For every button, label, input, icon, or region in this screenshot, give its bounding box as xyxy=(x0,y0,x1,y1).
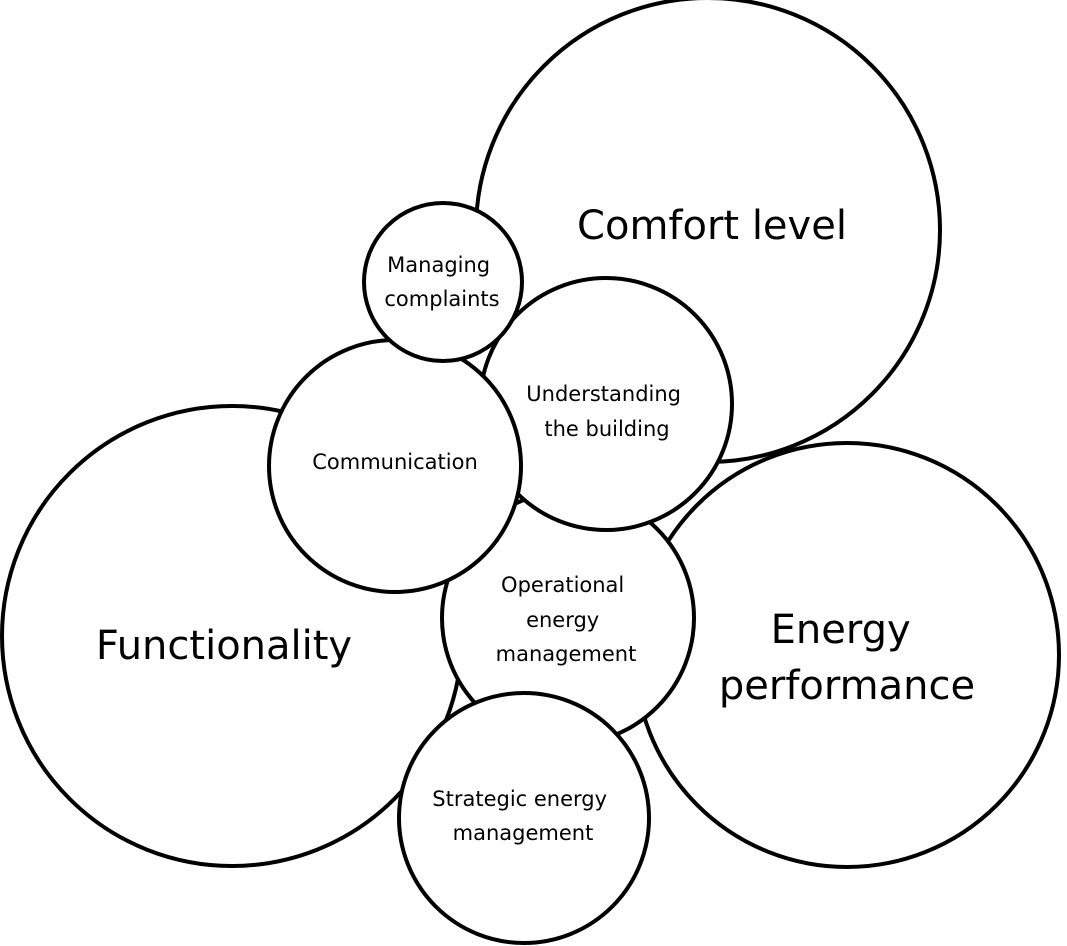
strategic-energy-management-label: Strategic energy management xyxy=(432,787,613,845)
comfort-level-label: Comfort level xyxy=(577,203,847,249)
comfort-level-line-1: Comfort level xyxy=(577,203,847,249)
understanding-the-building-label: Understanding the building xyxy=(526,382,687,441)
understanding-line-1: Understanding xyxy=(526,382,681,406)
node-operational-energy-management: Operational energy management xyxy=(440,490,696,746)
strategic-line-2: management xyxy=(453,821,594,845)
energy-performance-line-1: Energy xyxy=(771,607,911,653)
strategic-energy-management-circle xyxy=(397,691,651,945)
functionality-label: Functionality xyxy=(96,623,352,669)
complaints-line-1: Managing xyxy=(387,253,490,277)
complaints-line-2: complaints xyxy=(384,287,499,311)
communication-label: Communication xyxy=(312,450,478,474)
node-understanding-the-building: Understanding the building xyxy=(478,276,734,532)
node-energy-performance: Energy performance xyxy=(633,441,1061,869)
energy-performance-circle xyxy=(633,441,1061,869)
managing-complaints-circle xyxy=(362,201,524,363)
node-communication: Communication xyxy=(267,338,523,594)
communication-line-1: Communication xyxy=(312,450,478,474)
operational-line-3: management xyxy=(496,642,637,666)
operational-energy-management-label: Operational energy management xyxy=(496,573,637,666)
managing-complaints-label: Managing complaints xyxy=(384,253,499,311)
operational-line-1: Operational xyxy=(501,573,624,597)
strategic-line-1: Strategic energy xyxy=(432,787,607,811)
functionality-line-1: Functionality xyxy=(96,623,352,669)
operational-line-2: energy xyxy=(526,608,599,632)
node-managing-complaints: Managing complaints xyxy=(362,201,524,363)
understanding-line-2: the building xyxy=(544,417,669,441)
energy-performance-label: Energy performance xyxy=(719,607,975,709)
node-strategic-energy-management: Strategic energy management xyxy=(397,691,651,945)
energy-performance-line-2: performance xyxy=(719,663,975,709)
